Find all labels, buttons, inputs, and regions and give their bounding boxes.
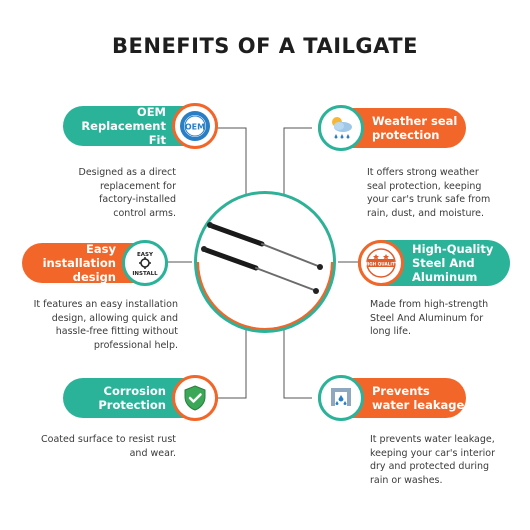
benefit-pill-easy-install: Easy installation design EASY INSTALL [22, 240, 168, 286]
svg-text:OEM: OEM [185, 123, 205, 132]
svg-text:EASY: EASY [137, 252, 154, 258]
benefit-pill-water-leak: Prevents water leakage [318, 375, 466, 421]
benefit-title-corrosion: Corrosion Protection [98, 384, 166, 412]
benefit-pill-high-quality: HIGH QUALITY High-Quality Steel And Alum… [358, 240, 510, 286]
benefit-title-high-quality: High-Quality Steel And Aluminum [412, 242, 494, 284]
svg-text:HIGH QUALITY: HIGH QUALITY [364, 261, 399, 266]
benefit-desc-oem: Designed as a direct replacement for fac… [78, 167, 177, 219]
svg-text:INSTALL: INSTALL [132, 271, 158, 277]
water-leak-icon [318, 375, 364, 421]
high-quality-stamp-icon: HIGH QUALITY [358, 240, 404, 286]
benefit-title-weather: Weather seal protection [372, 114, 458, 142]
benefit-pill-oem: OEM Replacement Fit OEM [63, 103, 218, 149]
shield-check-icon [172, 375, 218, 421]
benefit-desc-weather: It offers strong weather seal protection… [367, 167, 491, 219]
benefit-title-easy-install: Easy installation design [42, 242, 116, 284]
benefit-pill-corrosion: Corrosion Protection [63, 375, 218, 421]
benefit-title-oem: OEM Replacement Fit [81, 105, 166, 147]
oem-seal-icon: OEM [172, 103, 218, 149]
easy-install-icon: EASY INSTALL [122, 240, 168, 286]
gas-strut-2 [201, 246, 319, 294]
product-image [194, 191, 336, 333]
page-title: BENEFITS OF A TAILGATE [112, 34, 418, 58]
benefit-desc-corrosion: Coated surface to resist rust and wear. [41, 434, 176, 459]
benefit-desc-easy-install: It features an easy installation design,… [33, 299, 178, 351]
gas-strut-1 [207, 222, 323, 270]
benefit-desc-water-leak: It prevents water leakage, keeping your … [370, 434, 495, 486]
benefit-desc-high-quality: Made from high-strength Steel And Alumin… [370, 299, 489, 337]
benefit-title-water-leak: Prevents water leakage [372, 384, 465, 412]
weather-icon [318, 105, 364, 151]
benefit-pill-weather: Weather seal protection [318, 105, 466, 151]
